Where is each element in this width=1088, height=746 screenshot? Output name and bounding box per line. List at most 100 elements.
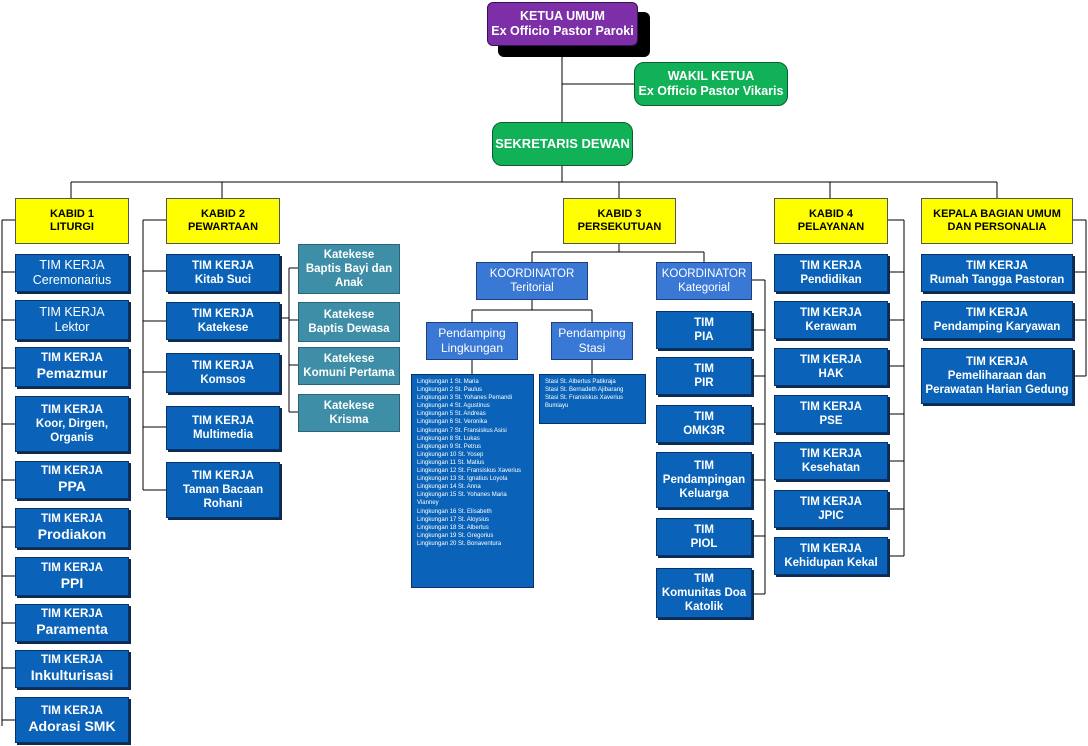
katekese-item: Katekese Krisma bbox=[298, 394, 400, 432]
team-name: PSE bbox=[819, 415, 843, 427]
wakil-subtitle: Ex Officio Pastor Vikaris bbox=[638, 84, 784, 98]
team-label: TIM KERJA bbox=[192, 469, 254, 482]
team-name: Ceremonarius bbox=[32, 273, 112, 287]
katekese-item: Katekese Baptis Bayi dan Anak bbox=[298, 244, 400, 294]
stasi-item: Stasi St. Bernadeth Ajibarang bbox=[545, 387, 624, 394]
team-label: TIM KERJA bbox=[41, 403, 103, 416]
team-name: HAK bbox=[818, 368, 844, 380]
team-label: TIM KERJA bbox=[966, 306, 1028, 319]
wakil-title: WAKIL KETUA bbox=[667, 68, 755, 83]
team-name: Rumah Tangga Pastoran bbox=[929, 274, 1065, 286]
lingkungan-item: Lingkungan 9 St. Petrus bbox=[417, 443, 482, 450]
koordinator-kategorial-box: KOORDINATOR Kategorial bbox=[656, 262, 752, 300]
team-name: Koor, Dirgen, Organis bbox=[35, 417, 109, 444]
team-name: Lektor bbox=[54, 320, 90, 334]
lingkungan-item: Lingkungan 15 St. Yohanes Maria Vianney bbox=[417, 492, 507, 507]
team-label: TIM KERJA bbox=[41, 465, 103, 478]
kabid3-header: KABID 3 PERSEKUTUAN bbox=[563, 198, 676, 244]
team-name: Katekese bbox=[197, 322, 249, 334]
kabid2-header: KABID 2 PEWARTAAN bbox=[166, 198, 280, 244]
lingkungan-item: Lingkungan 18 St. Albertus bbox=[417, 524, 489, 531]
team-name: Pemazmur bbox=[36, 365, 108, 382]
kategorial-team: TIM Komunitas Doa Katolik bbox=[656, 568, 752, 618]
pendamping-lingkungan-box: Pendamping Lingkungan bbox=[426, 322, 518, 360]
lingkungan-item: Lingkungan 11 St. Matius bbox=[417, 459, 485, 466]
team-label: TIM KERJA bbox=[800, 400, 862, 413]
lingkungan-item: Lingkungan 14 St. Anna bbox=[417, 484, 481, 491]
kategorial-team: TIM Pendampingan Keluarga bbox=[656, 452, 752, 508]
team-label: TIM KERJA bbox=[800, 542, 862, 555]
team-name: Kitab Suci bbox=[194, 274, 252, 286]
lingkungan-item: Lingkungan 17 St. Aloysius bbox=[417, 516, 490, 523]
team-label: TIM KERJA bbox=[41, 352, 103, 365]
lingkungan-item: Lingkungan 7 St. Fransiskus Asisi bbox=[417, 427, 507, 434]
kabid2-team: TIM KERJA Katekese bbox=[166, 302, 280, 340]
lingkungan-item: Lingkungan 16 St. Elisabeth bbox=[417, 508, 492, 515]
lingkungan-item: Lingkungan 19 St. Gregorius bbox=[417, 532, 494, 539]
team-name: Pendidikan bbox=[800, 274, 862, 286]
team-name: PPA bbox=[58, 478, 86, 495]
team-name: Pendamping Karyawan bbox=[933, 321, 1061, 333]
team-label: TIM KERJA bbox=[39, 304, 105, 319]
lingkungan-item: Lingkungan 8 St. Lukas bbox=[417, 435, 480, 442]
kabid1-header: KABID 1 LITURGI bbox=[15, 198, 129, 244]
stasi-item: Stasi St. Fransiskus Xaverius Bumiayu bbox=[545, 395, 624, 410]
team-label: TIM KERJA bbox=[966, 259, 1028, 272]
team-name: Prodiakon bbox=[37, 526, 107, 543]
team-label: TIM KERJA bbox=[192, 307, 254, 320]
stasi-item: Stasi St. Albertus Patikraja bbox=[545, 379, 616, 385]
ketua-umum-box: KETUA UMUM Ex Officio Pastor Paroki bbox=[487, 2, 638, 46]
team-label: TIM KERJA bbox=[800, 447, 862, 460]
kabid4-team: TIM KERJA PSE bbox=[774, 395, 888, 433]
kabag-team: TIM KERJA Pendamping Karyawan bbox=[921, 301, 1073, 339]
kabag-team: TIM KERJA Rumah Tangga Pastoran bbox=[921, 254, 1073, 292]
kabid4-team: TIM KERJA Pendidikan bbox=[774, 254, 888, 292]
kategorial-team: TIM PIA bbox=[656, 311, 752, 349]
pendamping-stasi-box: Pendamping Stasi bbox=[551, 322, 633, 360]
lingkungan-item: Lingkungan 12 St. Fransiskus Xaverius bbox=[417, 468, 522, 475]
team-label: TIM KERJA bbox=[41, 608, 103, 621]
lingkungan-item: Lingkungan 10 St. Yosep bbox=[417, 451, 484, 458]
lingkungan-item: Lingkungan 2 St. Paulus bbox=[417, 387, 483, 394]
ketua-title: KETUA UMUM bbox=[520, 8, 605, 23]
team-label: TIM KERJA bbox=[192, 414, 254, 427]
lingkungan-list: Lingkungan 1 St. Maria Lingkungan 2 St. … bbox=[411, 374, 534, 588]
stasi-list: Stasi St. Albertus Patikraja Stasi St. B… bbox=[539, 374, 646, 424]
team-name: PPI bbox=[60, 574, 84, 591]
team-label: TIM KERJA bbox=[41, 513, 103, 526]
team-name: Multimedia bbox=[192, 429, 254, 441]
team-label: TIM KERJA bbox=[800, 259, 862, 272]
team-label: TIM KERJA bbox=[800, 306, 862, 319]
kabid4-header: KABID 4 PELAYANAN bbox=[774, 198, 888, 244]
team-label: TIM KERJA bbox=[966, 355, 1028, 368]
ketua-subtitle: Ex Officio Pastor Paroki bbox=[491, 24, 634, 38]
kabid2-team: TIM KERJA Multimedia bbox=[166, 406, 280, 450]
team-label: TIM KERJA bbox=[41, 654, 103, 667]
sekretaris-dewan-box: SEKRETARIS DEWAN bbox=[492, 122, 633, 166]
team-label: TIM KERJA bbox=[41, 705, 103, 718]
team-label: TIM KERJA bbox=[192, 359, 254, 372]
wakil-ketua-box: WAKIL KETUA Ex Officio Pastor Vikaris bbox=[634, 62, 788, 106]
lingkungan-item: Lingkungan 13 St. Ignatius Loyola bbox=[417, 476, 508, 483]
team-name: Pemeliharaan dan Perawatan Harian Gedung bbox=[925, 369, 1069, 396]
katekese-item: Katekese Komuni Pertama bbox=[298, 347, 400, 385]
team-name: Inkulturisasi bbox=[30, 667, 114, 684]
team-label: TIM KERJA bbox=[800, 495, 862, 508]
kategorial-team: TIM PIOL bbox=[656, 518, 752, 556]
lingkungan-item: Lingkungan 1 St. Maria bbox=[417, 379, 479, 385]
team-name: Paramenta bbox=[36, 621, 108, 638]
team-label: TIM KERJA bbox=[192, 259, 254, 272]
